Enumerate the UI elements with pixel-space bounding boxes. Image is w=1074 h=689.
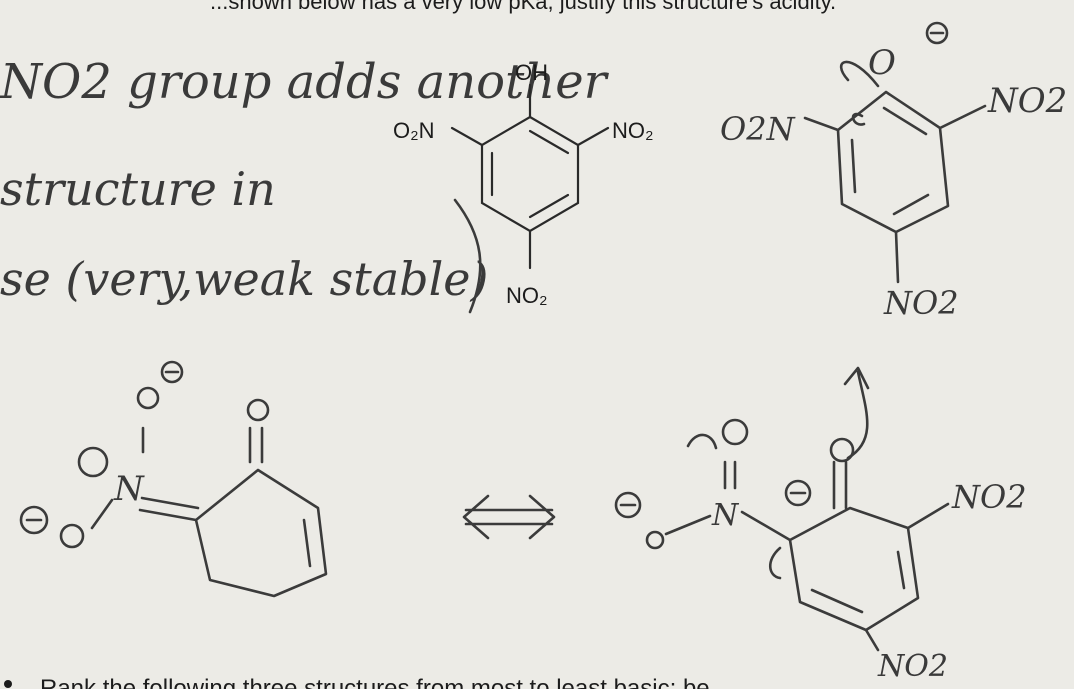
printed-left-no2: O₂N <box>393 118 435 143</box>
drawn-molecule-top: O NO2 O2N NO2 <box>720 21 1067 322</box>
drawn-bottom-o-icon <box>645 530 665 550</box>
printed-molecule: OH O₂N NO₂ NO₂ <box>393 60 654 308</box>
note-bracket <box>453 198 482 314</box>
upward-arrow-icon <box>843 366 870 460</box>
drawn-bottom-o-n-bond <box>664 514 712 536</box>
drawn-bottom-top-o-icon <box>721 418 749 446</box>
drawn-bottom-ring-double-2 <box>810 588 864 614</box>
drawn-left-bottom-charge-icon <box>19 505 49 535</box>
drawn-left-cn-1 <box>138 508 198 522</box>
drawn-left-top-o-icon <box>136 386 160 410</box>
top-cut-text: ...shown below has a very low pKa, justi… <box>210 0 836 14</box>
printed-left-bond <box>450 126 484 147</box>
printed-right-bond <box>576 126 610 147</box>
drawn-bottom-bottom-no2: NO2 <box>877 649 948 684</box>
note-line-3: se (very,weak stable) <box>0 252 488 306</box>
note-line-2: structure in <box>0 162 276 216</box>
drawn-top-charge-icon <box>925 21 949 45</box>
resonance-arrow-icon <box>462 494 556 540</box>
drawn-top-double-2 <box>892 193 930 216</box>
drawn-top-left-bond <box>803 116 840 132</box>
bullet-icon <box>4 680 12 688</box>
drawn-left-plus-icon <box>77 446 109 478</box>
drawn-top-curved-arrow <box>839 60 880 88</box>
drawn-bottom-down-bond <box>864 628 880 652</box>
drawn-resonance-left: N <box>19 360 328 598</box>
drawn-top-double-1 <box>882 106 928 136</box>
drawn-bottom-ring <box>788 506 920 632</box>
drawn-top-left-no2: O2N <box>720 110 796 148</box>
drawn-top-right-bond <box>938 104 987 130</box>
note-line-1: NO2 group adds another <box>0 54 610 110</box>
drawn-bottom-small-arrow <box>768 546 782 580</box>
drawn-left-n: N <box>113 469 145 509</box>
drawn-bottom-n: N <box>711 498 740 533</box>
drawn-bottom-charge-icon <box>614 491 642 519</box>
printed-ring <box>480 115 580 233</box>
drawn-top-o: O <box>868 43 896 83</box>
drawn-left-cn-2 <box>140 496 200 510</box>
drawn-top-right-no2: NO2 <box>987 81 1067 121</box>
drawn-left-bottom-o-icon <box>59 523 85 549</box>
drawn-bottom-right-no2: NO2 <box>951 478 1027 516</box>
drawn-top-small-arrow <box>851 112 866 126</box>
drawn-top-bottom-no2: NO2 <box>883 284 959 322</box>
drawn-bottom-right-bond <box>906 502 950 530</box>
drawn-left-ketone-o-icon <box>246 398 270 422</box>
drawn-bottom-curved-arrow <box>686 433 718 450</box>
printed-right-no2: NO₂ <box>612 118 654 143</box>
drawn-top-double-3 <box>850 138 857 194</box>
drawn-left-charge-icon <box>160 360 184 384</box>
drawn-bottom-n-c-bond <box>740 510 792 542</box>
drawn-molecule-bottom: N NO2 NO2 <box>614 418 1027 684</box>
drawn-top-bottom-bond <box>894 230 900 284</box>
drawn-left-ring-double <box>302 518 312 568</box>
printed-ring-double-1 <box>528 129 570 155</box>
printed-ring-double-2 <box>528 193 570 219</box>
drawn-left-no-bond <box>90 498 114 530</box>
handwritten-note: NO2 group adds another structure in se (… <box>0 54 610 306</box>
drawn-bottom-ring-double-1 <box>896 550 906 590</box>
drawn-bottom-ketone-o-icon <box>829 437 855 463</box>
drawn-bottom-ring-charge-icon <box>784 479 812 507</box>
printed-bottom-no2: NO₂ <box>506 283 548 308</box>
bottom-question: Rank the following three structures from… <box>40 675 730 689</box>
printed-oh: OH <box>515 60 548 85</box>
